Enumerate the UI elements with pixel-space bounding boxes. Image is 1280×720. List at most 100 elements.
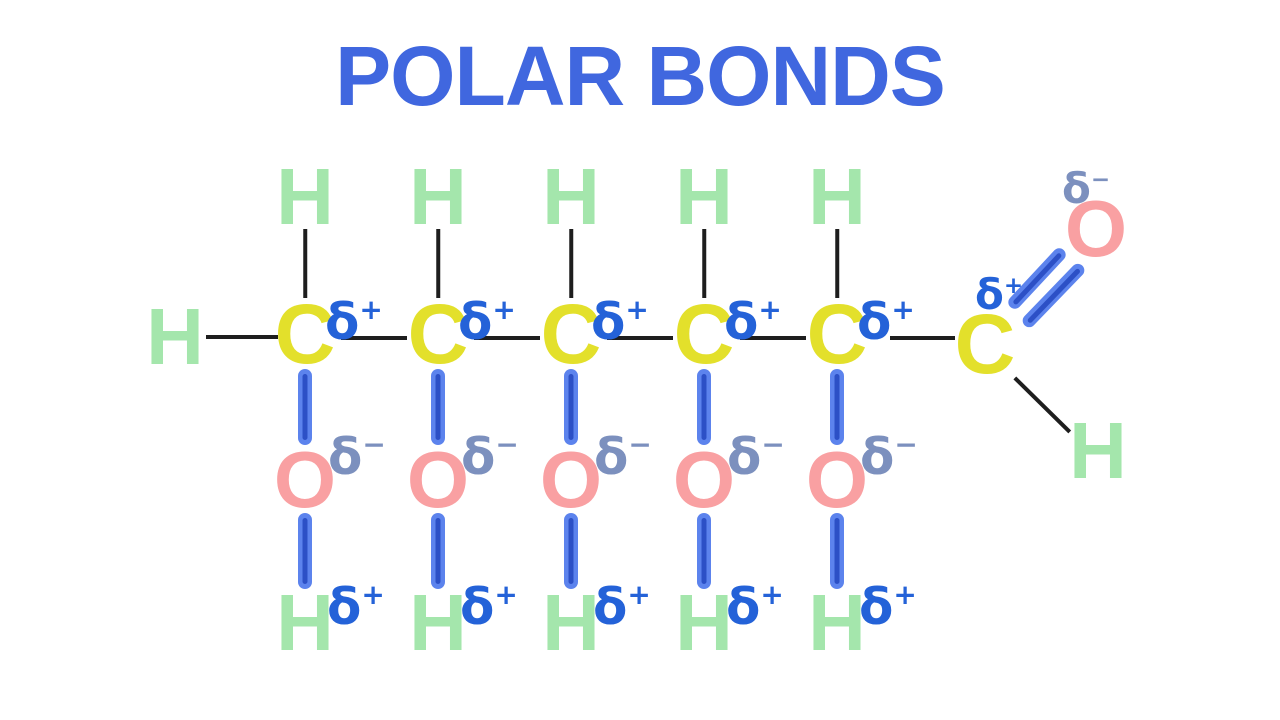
- oxygen-atom: O: [1064, 184, 1128, 273]
- hydrogen-atom: H: [409, 578, 467, 667]
- delta-plus-label: δ+: [325, 296, 383, 348]
- plus-sign: +: [625, 293, 649, 326]
- hydrogen-atom: H: [409, 152, 467, 241]
- plus-sign: +: [627, 578, 651, 611]
- delta-minus-label: δ−: [1062, 168, 1110, 210]
- o-h-polar-bond: [697, 513, 711, 589]
- delta-symbol: δ: [975, 270, 1004, 319]
- oxygen-atom: O: [672, 435, 736, 524]
- delta-symbol: δ: [724, 293, 759, 351]
- c-h-bond-line: [436, 229, 440, 298]
- plus-sign: +: [891, 293, 915, 326]
- plus-sign: +: [359, 293, 383, 326]
- hydrogen-atom: H: [276, 578, 334, 667]
- bond-core: [435, 518, 441, 584]
- delta-plus-label: δ+: [975, 274, 1023, 316]
- hydrogen-atom: H: [542, 578, 600, 667]
- c-c-bond-line: [890, 336, 955, 340]
- carbon-atom: C: [954, 297, 1016, 391]
- delta-symbol: δ: [726, 578, 761, 636]
- bond-core: [834, 374, 840, 440]
- delta-plus-label: δ+: [726, 581, 784, 633]
- delta-symbol: δ: [857, 293, 892, 351]
- delta-plus-label: δ+: [857, 296, 915, 348]
- h-c-bond-line: [206, 335, 278, 339]
- hydrogen-atom: H: [675, 152, 733, 241]
- o-h-polar-bond: [431, 513, 445, 589]
- delta-minus-label: δ−: [727, 431, 785, 483]
- plus-sign: +: [893, 578, 917, 611]
- bond-core: [701, 374, 707, 440]
- hydrogen-atom: H: [1069, 406, 1127, 495]
- bond-core: [701, 518, 707, 584]
- o-h-polar-bond: [830, 513, 844, 589]
- carbon-atom: C: [540, 287, 602, 381]
- delta-minus-label: δ−: [860, 431, 918, 483]
- delta-symbol: δ: [325, 293, 360, 351]
- delta-plus-label: δ+: [460, 581, 518, 633]
- plus-sign: +: [492, 293, 516, 326]
- bond-core: [568, 518, 574, 584]
- delta-symbol: δ: [327, 578, 362, 636]
- minus-sign: −: [628, 428, 652, 461]
- delta-plus-label: δ+: [593, 581, 651, 633]
- hydrogen-atom: H: [146, 292, 204, 381]
- delta-symbol: δ: [860, 428, 895, 486]
- delta-symbol: δ: [1062, 164, 1091, 213]
- plus-sign: +: [361, 578, 385, 611]
- plus-sign: +: [760, 578, 784, 611]
- delta-minus-label: δ−: [594, 431, 652, 483]
- c-o-double-bond-line: [1019, 261, 1088, 330]
- page-title: POLAR BONDS: [335, 29, 946, 123]
- delta-symbol: δ: [591, 293, 626, 351]
- delta-symbol: δ: [328, 428, 363, 486]
- hydrogen-atom: H: [808, 152, 866, 241]
- minus-sign: −: [894, 428, 918, 461]
- carbon-atom: C: [407, 287, 469, 381]
- c-o-polar-bond: [564, 369, 578, 445]
- delta-plus-label: δ+: [327, 581, 385, 633]
- delta-symbol: δ: [460, 578, 495, 636]
- carbon-atom: C: [673, 287, 735, 381]
- bond-core: [302, 518, 308, 584]
- bond-core: [568, 374, 574, 440]
- c-h-bond-line: [569, 229, 573, 298]
- c-c-bond-line: [474, 336, 540, 340]
- delta-symbol: δ: [458, 293, 493, 351]
- oxygen-atom: O: [406, 435, 470, 524]
- c-o-polar-bond: [697, 369, 711, 445]
- plus-sign: +: [1003, 273, 1024, 299]
- delta-plus-label: δ+: [591, 296, 649, 348]
- hydrogen-atom: H: [808, 578, 866, 667]
- carbon-atom: C: [274, 287, 336, 381]
- plus-sign: +: [758, 293, 782, 326]
- delta-symbol: δ: [727, 428, 762, 486]
- oxygen-atom: O: [805, 435, 869, 524]
- minus-sign: −: [495, 428, 519, 461]
- delta-minus-label: δ−: [461, 431, 519, 483]
- delta-symbol: δ: [594, 428, 629, 486]
- c-o-polar-bond: [298, 369, 312, 445]
- hydrogen-atom: H: [542, 152, 600, 241]
- minus-sign: −: [761, 428, 785, 461]
- hydrogen-atom: H: [276, 152, 334, 241]
- delta-minus-label: δ−: [328, 431, 386, 483]
- minus-sign: −: [1090, 167, 1111, 193]
- delta-plus-label: δ+: [458, 296, 516, 348]
- plus-sign: +: [494, 578, 518, 611]
- o-h-polar-bond: [298, 513, 312, 589]
- minus-sign: −: [362, 428, 386, 461]
- c-h-bond-line: [835, 229, 839, 298]
- delta-symbol: δ: [461, 428, 496, 486]
- o-h-polar-bond: [564, 513, 578, 589]
- oxygen-atom: O: [539, 435, 603, 524]
- delta-symbol: δ: [859, 578, 894, 636]
- c-o-polar-bond: [830, 369, 844, 445]
- bond-core: [435, 374, 441, 440]
- delta-plus-label: δ+: [724, 296, 782, 348]
- hydrogen-atom: H: [675, 578, 733, 667]
- c-o-polar-bond: [431, 369, 445, 445]
- delta-symbol: δ: [593, 578, 628, 636]
- c-h-bond-line: [702, 229, 706, 298]
